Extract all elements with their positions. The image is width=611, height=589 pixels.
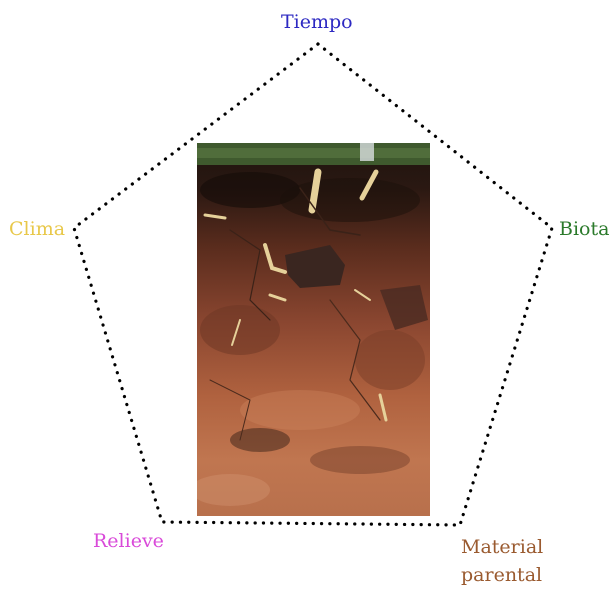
factor-label-material-parental: Material parental [461, 533, 541, 589]
factor-label-biota: Biota [559, 217, 609, 241]
soil-profile-photo [190, 143, 430, 516]
factor-label-tiempo: Tiempo [281, 10, 353, 34]
factor-label-material-line2: parental [461, 561, 541, 589]
factor-label-clima: Clima [9, 217, 65, 241]
factor-label-material-line1: Material [461, 533, 541, 561]
factor-label-relieve: Relieve [93, 529, 164, 553]
